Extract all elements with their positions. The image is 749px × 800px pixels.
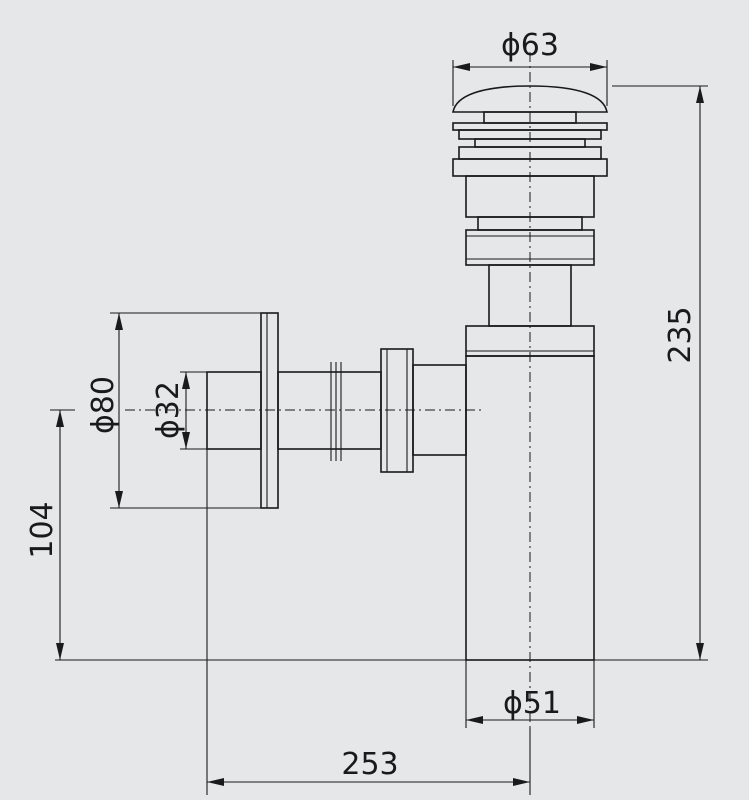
phi63-label: ϕ63 — [501, 28, 559, 63]
dimension-phi32: ϕ32 — [151, 372, 190, 449]
phi80-label: ϕ80 — [86, 376, 121, 434]
dimension-253: 253 — [207, 747, 530, 786]
phi51-label: ϕ51 — [503, 686, 561, 721]
dimension-104: 104 — [25, 410, 64, 660]
dimension-phi63: ϕ63 — [453, 28, 607, 71]
dimension-235: 235 — [663, 86, 704, 660]
dimension-phi51: ϕ51 — [466, 686, 594, 724]
dimension-phi80: ϕ80 — [86, 313, 123, 508]
center-lines — [125, 52, 531, 785]
dim-235-label: 235 — [663, 306, 698, 363]
phi32-label: ϕ32 — [151, 381, 186, 439]
extension-lines — [50, 60, 708, 795]
dim-104-label: 104 — [25, 501, 60, 558]
dim-253-label: 253 — [341, 747, 398, 782]
